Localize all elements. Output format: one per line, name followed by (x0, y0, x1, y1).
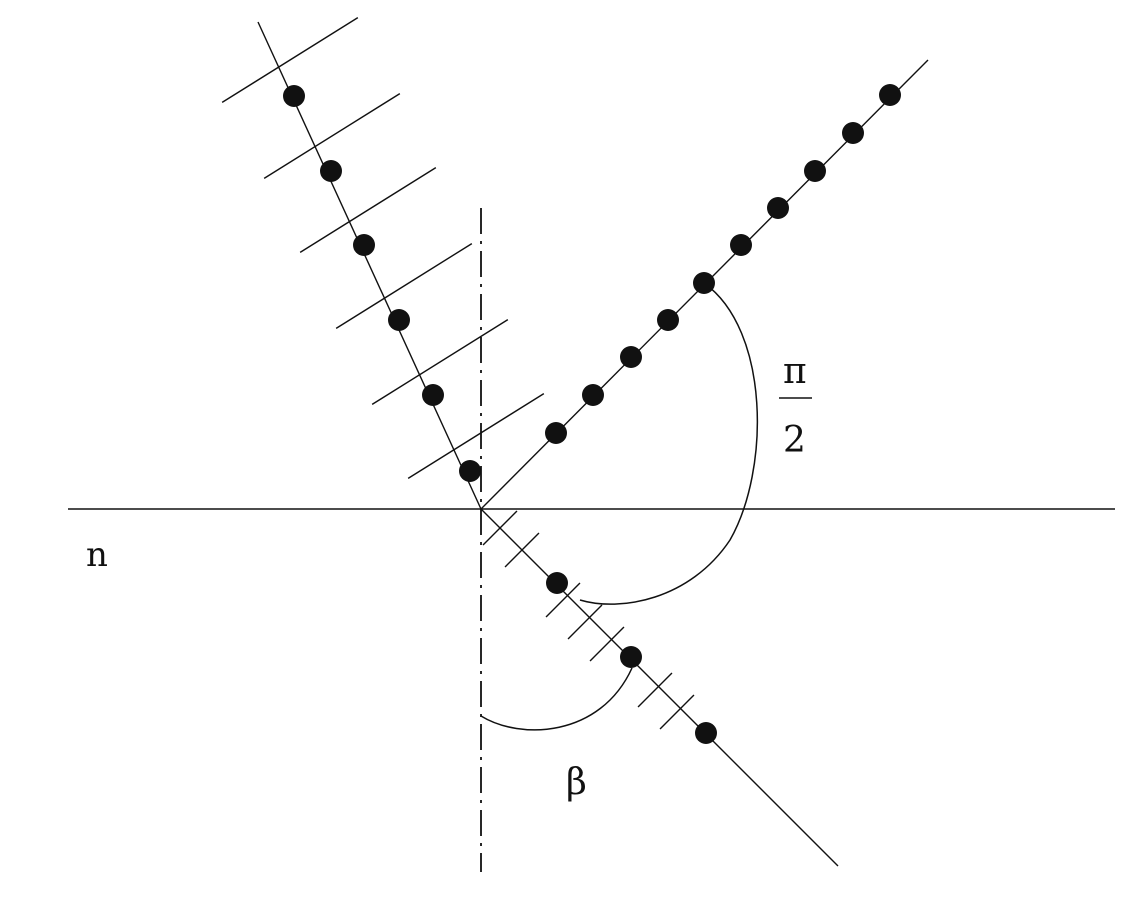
angle-denominator: 2 (783, 420, 806, 461)
beta-label: β (566, 762, 587, 803)
refracted-ray-dot (546, 572, 568, 594)
ray-dots (283, 84, 901, 744)
reflected-ray-dot (804, 160, 826, 182)
incident-wavefront-line (299, 167, 437, 253)
refracted-wavefronts (482, 510, 695, 730)
incident-ray-dot (320, 160, 342, 182)
right-angle-arc (579, 282, 759, 605)
angle-numerator: π (783, 351, 807, 392)
incident-ray-dot (353, 234, 375, 256)
incident-ray-dot (283, 85, 305, 107)
incident-wavefront-line (407, 393, 545, 479)
refracted-wavefront-line (637, 672, 673, 708)
refracted-ray-dot (695, 722, 717, 744)
refracted-ray (480, 508, 839, 867)
refracted-wavefront-line (589, 626, 625, 662)
beta-angle-arc (480, 667, 633, 731)
incident-wavefronts (221, 17, 545, 479)
refracted-wavefront-line (482, 510, 518, 546)
refracted-wavefront-line (567, 604, 603, 640)
reflected-ray-dot (730, 234, 752, 256)
incident-wavefront-line (263, 93, 401, 179)
incident-wavefront-line (221, 17, 359, 103)
incident-ray-dot (422, 384, 444, 406)
refracted-wavefront-line (659, 694, 695, 730)
reflected-ray-dot (657, 309, 679, 331)
medium-label: n (86, 535, 108, 575)
reflected-ray-dot (545, 422, 567, 444)
reflected-ray-dot (693, 272, 715, 294)
reflected-ray-dot (582, 384, 604, 406)
incident-wavefront-line (335, 243, 473, 329)
reflected-ray-dot (842, 122, 864, 144)
refracted-wavefront-line (504, 532, 540, 568)
refracted-wavefront-line (545, 582, 581, 618)
refracted-ray-dot (620, 646, 642, 668)
incident-ray-dot (388, 309, 410, 331)
reflected-ray-dot (620, 346, 642, 368)
reflected-ray-dot (767, 197, 789, 219)
incident-ray-dot (459, 460, 481, 482)
reflected-ray-dot (879, 84, 901, 106)
incident-wavefront-line (371, 319, 509, 405)
